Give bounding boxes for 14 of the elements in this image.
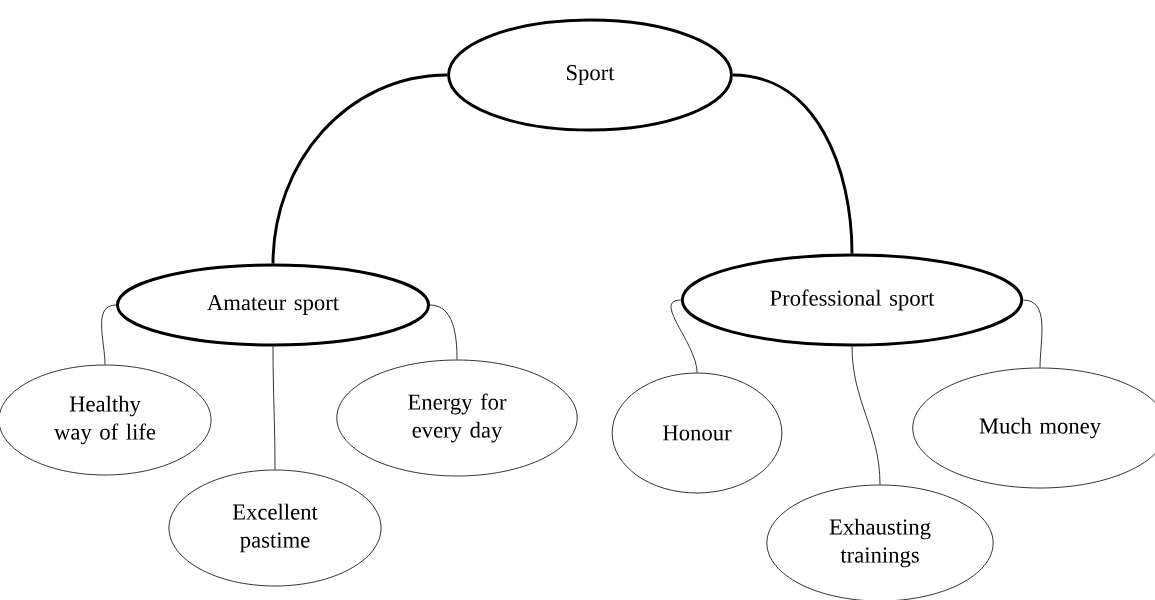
- connector-line: [670, 299, 698, 373]
- connector-line: [732, 73, 854, 254]
- ellipse-node: Excellent pastime: [168, 469, 382, 587]
- ellipse-node: Amateur sport: [115, 263, 431, 347]
- ellipse-node: Sport: [447, 18, 733, 132]
- connector-line: [1022, 299, 1043, 368]
- connector-line: [429, 304, 458, 360]
- ellipse-node: Professional sport: [680, 253, 1024, 347]
- connector-line: [851, 346, 881, 485]
- connector-line: [272, 346, 276, 470]
- connector-line: [271, 73, 448, 264]
- ellipse-node: Honour: [611, 372, 783, 494]
- connector-line: [101, 304, 117, 365]
- ellipse-node: Energy for every day: [336, 359, 578, 477]
